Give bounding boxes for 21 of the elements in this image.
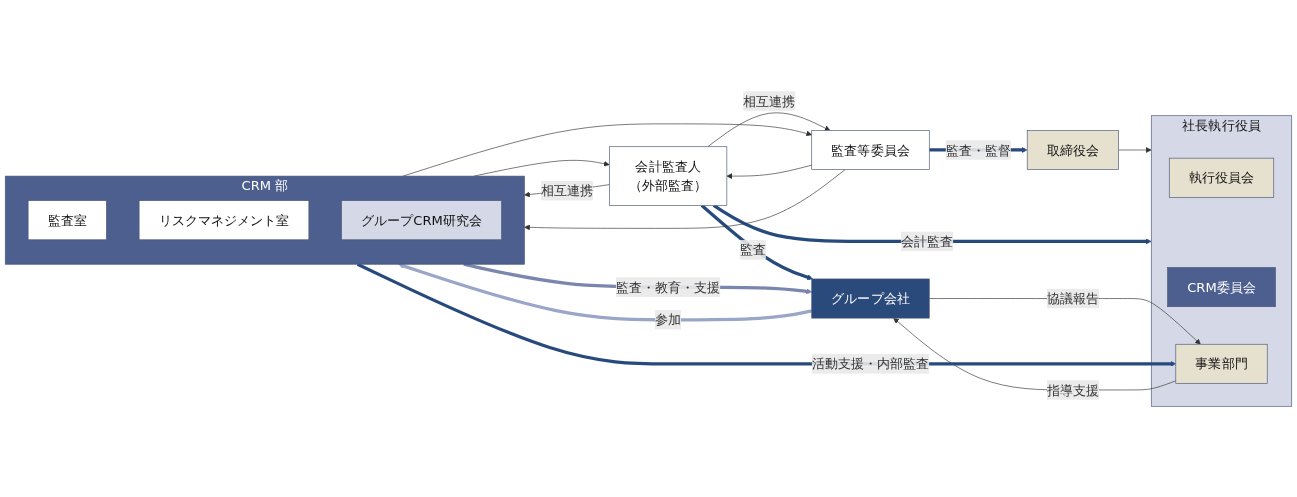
edge-label: 活動支援・内部監査 <box>811 355 930 372</box>
node-box: 監査室 <box>27 200 107 240</box>
node-box: リスクマネジメント室 <box>138 200 310 240</box>
edge-label: 参加 <box>655 311 682 328</box>
node-box: 会計監査人 （外部監査） <box>609 146 728 206</box>
node-box: 取締役会 <box>1026 129 1119 170</box>
node-box: 執行役員会 <box>1168 157 1275 198</box>
edge-label: 協議報告 <box>1046 290 1100 307</box>
edge-label: 監査 <box>739 241 766 258</box>
node-box: グループCRM研究会 <box>341 200 502 240</box>
node-box: CRM委員会 <box>1167 266 1276 307</box>
node-box: 監査等委員会 <box>811 129 930 170</box>
edge-label: 会計監査 <box>901 233 954 249</box>
edge-label: 相互連携 <box>540 182 594 199</box>
edge-label: 相互連携 <box>743 92 796 109</box>
edge-label: 監査・教育・支援 <box>615 279 721 295</box>
node-box: 事業部門 <box>1175 343 1268 384</box>
node-box: グループ会社 <box>811 278 930 319</box>
edge-label: 監査・監督 <box>945 141 1011 158</box>
edge-label: 指導支援 <box>1046 381 1100 398</box>
arrow <box>700 204 813 280</box>
